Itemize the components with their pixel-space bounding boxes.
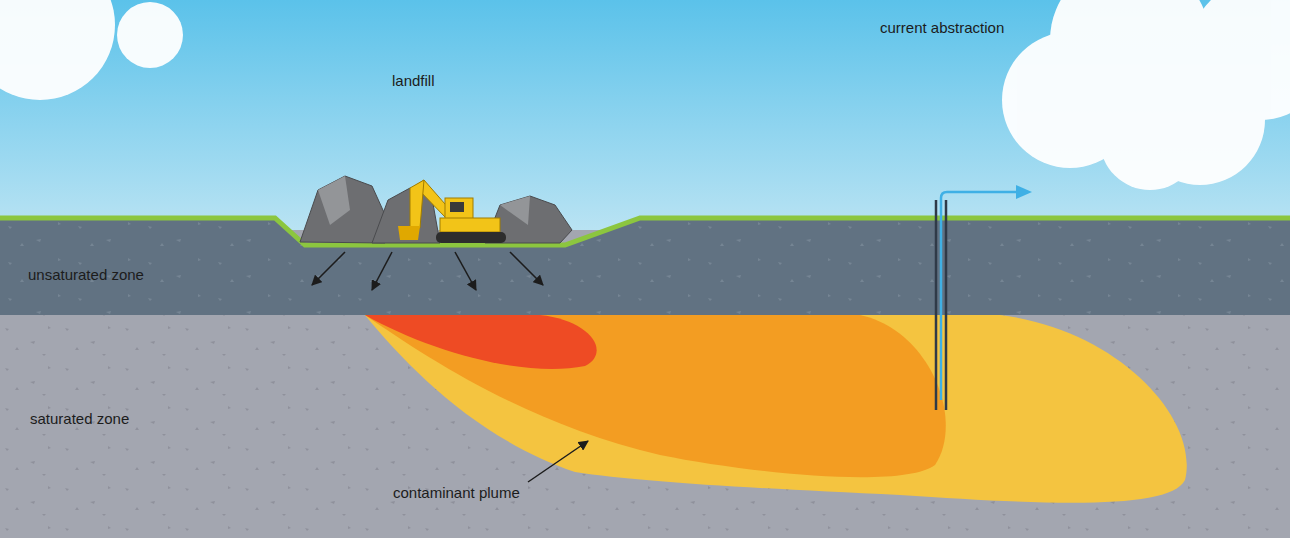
part-label: contaminant plume <box>393 484 520 502</box>
part-label: current abstraction <box>880 19 1004 37</box>
zone-label: unsaturated zone <box>28 266 144 284</box>
part-label: landfill <box>392 72 435 90</box>
zone-label: saturated zone <box>30 410 129 428</box>
